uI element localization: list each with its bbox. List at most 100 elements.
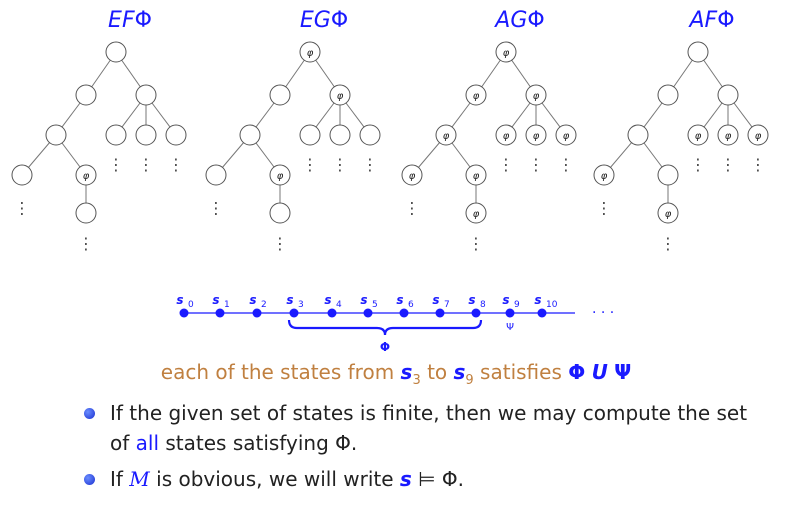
state-label: s: [468, 293, 475, 307]
tree-node: [401, 164, 423, 186]
phi-label: φ: [503, 48, 510, 59]
vdots-icon: ⋮: [168, 155, 184, 174]
vdots-icon: ⋮: [558, 155, 574, 174]
phi-label: φ: [473, 171, 480, 182]
tree-node: [11, 164, 33, 186]
vdots-icon: ⋮: [690, 155, 706, 174]
state-node: [289, 308, 299, 318]
state-label: s: [176, 293, 183, 307]
state-sub: 6: [408, 300, 414, 310]
tree-node: [165, 124, 187, 146]
bullet-dot-icon: [84, 408, 95, 419]
state-sub: 8: [480, 300, 486, 310]
state-label: s: [212, 293, 219, 307]
tree-node: [359, 124, 381, 146]
phi-label: φ: [695, 131, 702, 142]
phi-label: φ: [601, 171, 608, 182]
phi-label: φ: [533, 131, 540, 142]
tree-node: [687, 41, 709, 63]
tree-node: [75, 164, 97, 186]
tree-ef: ⋮⋮⋮⋮⋮φ: [11, 41, 187, 253]
tree-node: [329, 84, 351, 106]
tree-node: [269, 84, 291, 106]
tree-node: [465, 84, 487, 106]
state-node: [471, 308, 481, 318]
tree-node: [269, 202, 291, 224]
phi-label: φ: [337, 91, 344, 102]
tree-title-af: AFΦ: [689, 8, 735, 33]
state-sub: 4: [336, 300, 342, 310]
state-label: s: [249, 293, 256, 307]
phi-label: φ: [473, 91, 480, 102]
tree-node: [45, 124, 67, 146]
state-sub: 2: [261, 300, 267, 310]
tree-node: [465, 202, 487, 224]
vdots-icon: ⋮: [498, 155, 514, 174]
tree-title-eg: EGΦ: [299, 8, 349, 33]
vdots-icon: ⋮: [208, 199, 224, 218]
state-label: s: [534, 293, 541, 307]
state-sub: 9: [514, 300, 520, 310]
tree-node: [75, 84, 97, 106]
vdots-icon: ⋮: [272, 234, 288, 253]
tree-node: [657, 164, 679, 186]
tree-node: [299, 41, 321, 63]
ellipsis: · · ·: [592, 305, 614, 321]
bullet-list: If the given set of states is finite, th…: [82, 398, 772, 500]
vdots-icon: ⋮: [660, 234, 676, 253]
vdots-icon: ⋮: [302, 155, 318, 174]
phi-label: φ: [563, 131, 570, 142]
vdots-icon: ⋮: [750, 155, 766, 174]
state-node: [215, 308, 225, 318]
vdots-icon: ⋮: [596, 199, 612, 218]
phi-label: φ: [533, 91, 540, 102]
state-node: [327, 308, 337, 318]
state-sub: 0: [188, 300, 194, 310]
tree-node: [135, 84, 157, 106]
tree-node: [687, 124, 709, 146]
tree-node: [299, 124, 321, 146]
tree-node: [555, 124, 577, 146]
tree-node: [657, 84, 679, 106]
vdots-icon: ⋮: [468, 234, 484, 253]
state-node: [537, 308, 547, 318]
tree-node: [525, 84, 547, 106]
state-sub: 10: [546, 300, 558, 310]
vdots-icon: ⋮: [108, 155, 124, 174]
phi-label: φ: [277, 171, 284, 182]
tree-node: [135, 124, 157, 146]
tree-node: [75, 202, 97, 224]
tree-node: [205, 164, 227, 186]
tree-node: [495, 41, 517, 63]
state-label: s: [502, 293, 509, 307]
bullet-dot-icon: [84, 474, 95, 485]
state-label: s: [432, 293, 439, 307]
tree-node: [105, 124, 127, 146]
path-caption: each of the states from s3 to s9 satisfi…: [160, 360, 632, 388]
state-label: s: [286, 293, 293, 307]
tree-node: [657, 202, 679, 224]
tree-node: [593, 164, 615, 186]
vdots-icon: ⋮: [404, 199, 420, 218]
vdots-icon: ⋮: [720, 155, 736, 174]
state-sub: 1: [224, 300, 230, 310]
brace-label: Φ: [380, 340, 390, 354]
psi-label: Ψ: [506, 322, 514, 333]
state-node: [505, 308, 515, 318]
vdots-icon: ⋮: [138, 155, 154, 174]
brace-icon: [287, 319, 483, 336]
tree-node: [105, 41, 127, 63]
vdots-icon: ⋮: [14, 199, 30, 218]
tree-node: [495, 124, 517, 146]
phi-label: φ: [473, 209, 480, 220]
state-label: s: [360, 293, 367, 307]
vdots-icon: ⋮: [332, 155, 348, 174]
phi-label: φ: [755, 131, 762, 142]
phi-label: φ: [409, 171, 416, 182]
bullet-item: If the given set of states is finite, th…: [82, 398, 772, 458]
vdots-icon: ⋮: [528, 155, 544, 174]
